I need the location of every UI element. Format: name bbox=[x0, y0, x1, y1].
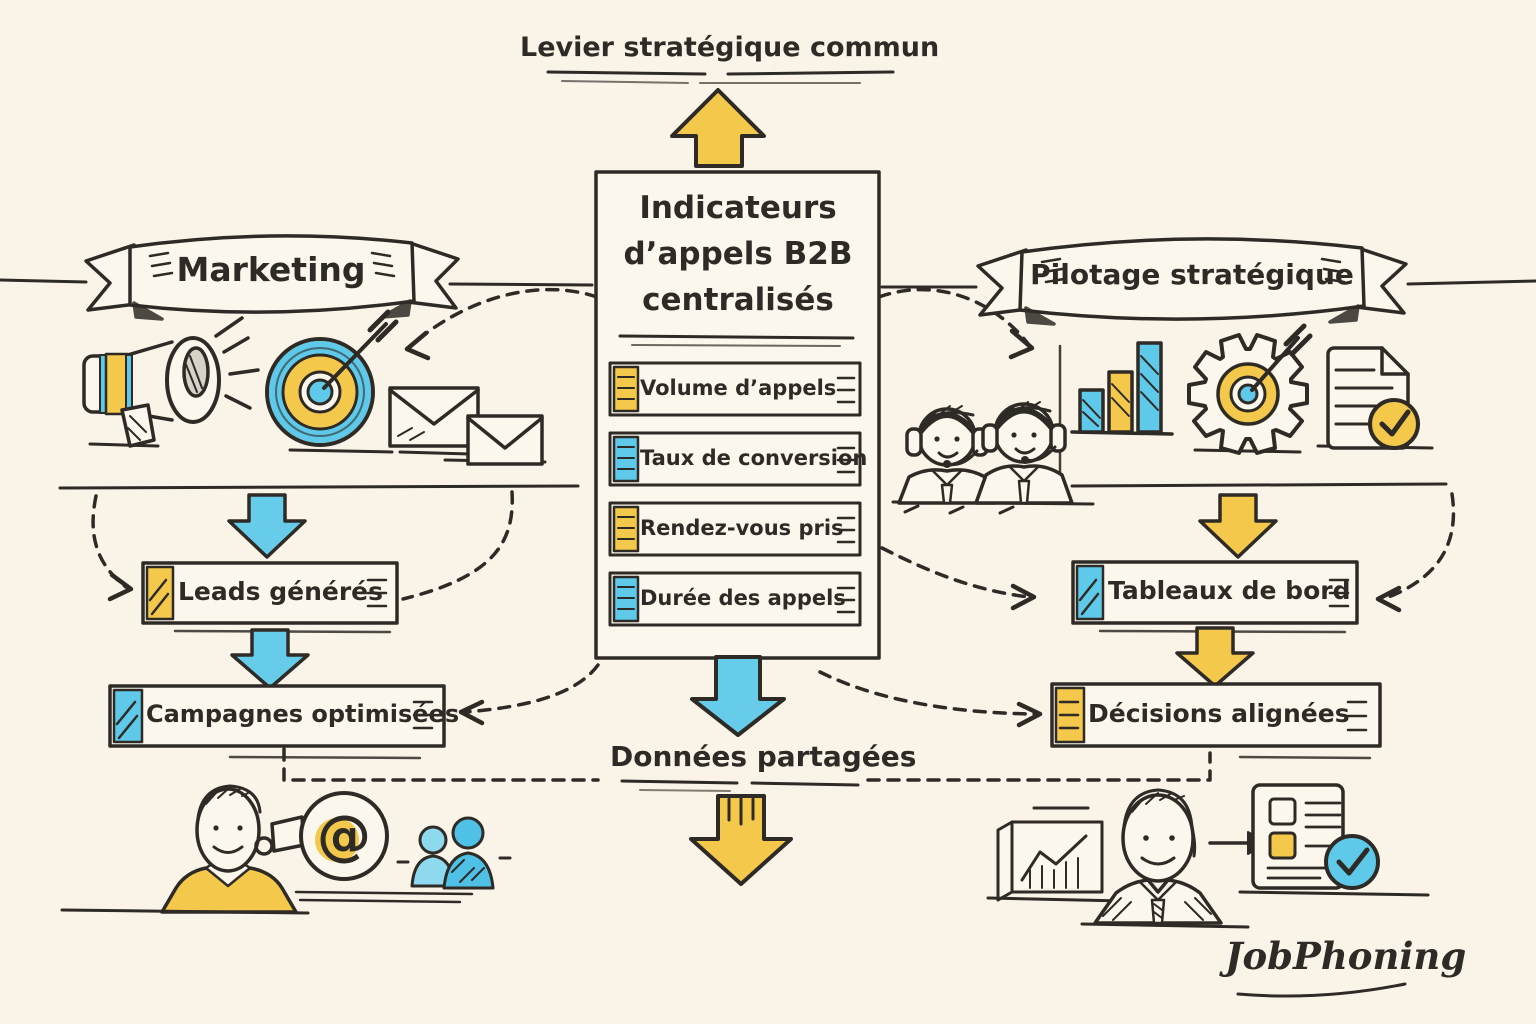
marketing-banner-ribbon bbox=[84, 234, 460, 321]
dashed-connectors bbox=[91, 287, 1456, 782]
campaigns-box bbox=[108, 684, 446, 760]
indicator-row bbox=[608, 571, 862, 627]
flow-arrow-blue bbox=[227, 493, 307, 559]
central-panel bbox=[594, 170, 881, 660]
indicator-row bbox=[608, 361, 862, 417]
bar-chart-icon bbox=[1070, 341, 1174, 436]
strategy-banner-ribbon bbox=[976, 237, 1408, 326]
flow-arrow-yellow bbox=[1175, 626, 1255, 688]
campaigns-box-label: Campagnes optimisées bbox=[146, 700, 460, 728]
step-tab bbox=[145, 565, 175, 621]
connector-center-to-dashboards bbox=[880, 546, 1031, 599]
indicator-label: Durée des appels bbox=[640, 586, 846, 610]
approved-report-icon bbox=[1238, 783, 1430, 897]
brand-underline bbox=[1236, 982, 1407, 998]
shared-data-arrow-yellow bbox=[689, 794, 793, 886]
scene-rules bbox=[0, 278, 1536, 515]
audience-icon bbox=[396, 816, 512, 890]
leads-box bbox=[141, 561, 399, 634]
report-check-icon bbox=[1326, 346, 1420, 450]
envelopes-icon bbox=[388, 386, 544, 466]
connector-scene-to-leads bbox=[401, 490, 514, 601]
connector-arrowheads bbox=[107, 328, 1402, 728]
central-panel-title-line: d’appels B2B bbox=[623, 236, 853, 272]
flow-arrow-yellow bbox=[1198, 493, 1278, 559]
connector-scene-to-dashboards bbox=[1381, 492, 1456, 601]
step-tab bbox=[1075, 564, 1105, 621]
marketing-banner-label: Marketing bbox=[176, 250, 366, 289]
dashboards-box bbox=[1071, 560, 1359, 634]
dashboards-box-label: Tableaux de bord bbox=[1108, 576, 1351, 605]
megaphone-icon bbox=[82, 316, 260, 448]
indicator-row bbox=[608, 501, 862, 557]
strategy-banner-label: Pilotage stratégique bbox=[1030, 258, 1354, 291]
central-panel-title-line: Indicateurs bbox=[639, 190, 837, 226]
up-arrow bbox=[670, 88, 766, 168]
brand-signature: JobPhoning bbox=[1225, 934, 1467, 978]
leads-box-label: Leads générés bbox=[178, 577, 384, 606]
call-agents-icon bbox=[897, 401, 1074, 505]
page-title: Levier stratégique commun bbox=[520, 32, 940, 63]
decisions-box bbox=[1050, 682, 1382, 760]
connector-center-to-strategy bbox=[877, 287, 1031, 347]
connector-center-to-campaigns bbox=[464, 663, 600, 714]
indicator-label: Rendez-vous pris bbox=[640, 516, 844, 540]
central-panel-title-line: centralisés bbox=[642, 282, 834, 318]
indicator-label: Taux de conversion bbox=[640, 446, 868, 470]
shared-data-underline bbox=[620, 779, 860, 792]
connector-center-to-decisions bbox=[818, 670, 1037, 716]
header-underline bbox=[546, 70, 895, 84]
indicator-label: Volume d’appels bbox=[640, 376, 837, 400]
flow-arrow-blue bbox=[230, 628, 310, 690]
gear-target-icon bbox=[1187, 323, 1313, 455]
connector-left-to-leads bbox=[91, 494, 128, 589]
at-search-icon bbox=[254, 791, 474, 904]
connector-center-to-marketing bbox=[408, 287, 599, 348]
marketer-icon bbox=[60, 784, 310, 915]
chart-board-icon bbox=[986, 806, 1126, 903]
connector-campaigns-to-decisions bbox=[282, 747, 600, 782]
target-arrow-icon bbox=[265, 309, 399, 447]
decisions-box-label: Décisions alignées bbox=[1088, 699, 1350, 728]
at-glyph: @ bbox=[317, 804, 371, 867]
shared-data-label: Données partagées bbox=[610, 740, 917, 773]
manager-icon bbox=[1080, 788, 1250, 929]
indicator-row bbox=[608, 431, 862, 487]
shared-data-arrow-blue bbox=[690, 655, 786, 737]
